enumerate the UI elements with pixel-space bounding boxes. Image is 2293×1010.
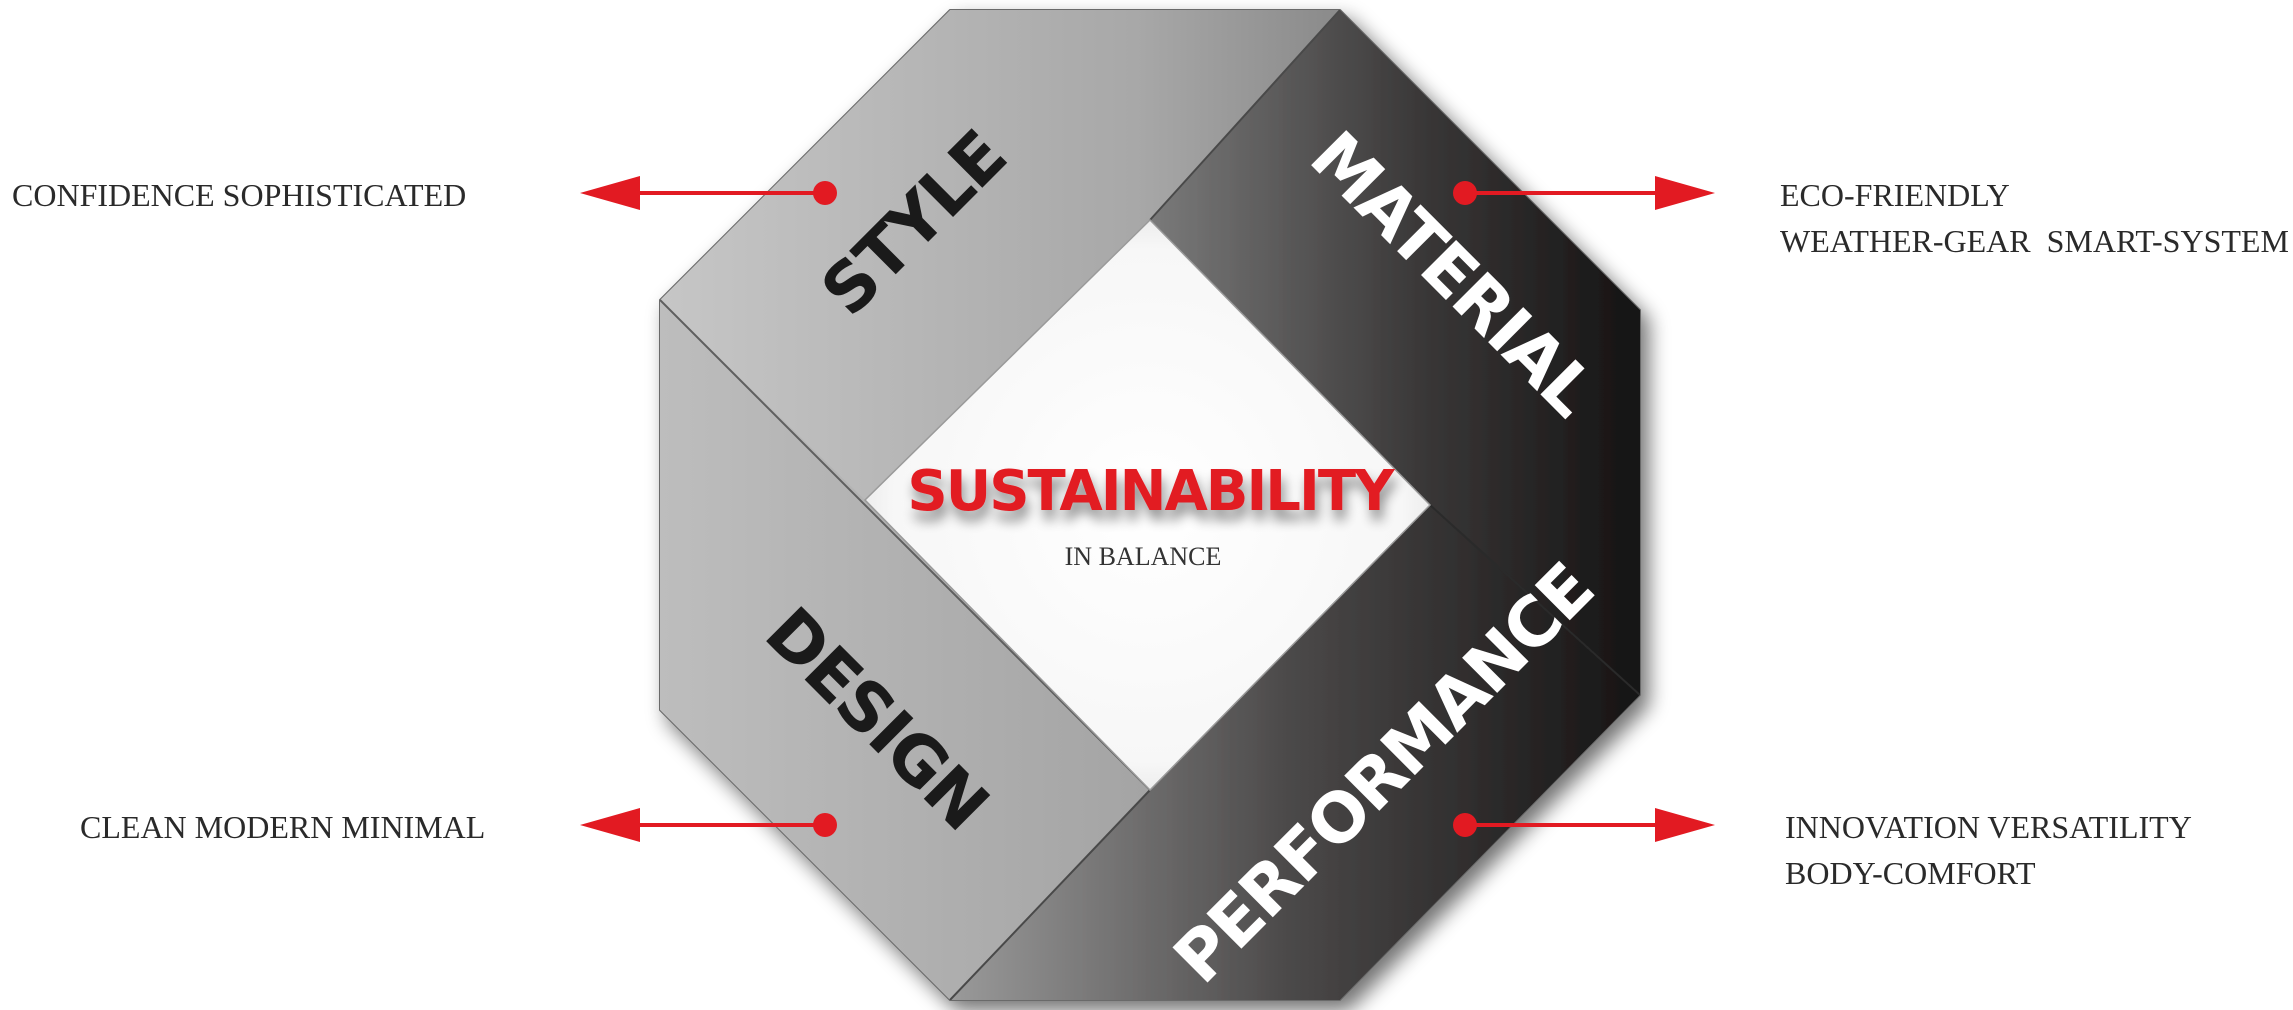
arrow-top-left (580, 176, 837, 210)
arrowhead-icon (580, 808, 640, 842)
arrowhead-icon (1655, 176, 1715, 210)
material-band (1150, 10, 1640, 695)
anchor-dot (1453, 813, 1477, 837)
annotation-top-right-line1: ECO-FRIENDLY (1780, 177, 2010, 213)
anchor-dot (813, 181, 837, 205)
annotation-top-left: CONFIDENCE SOPHISTICATED (12, 177, 466, 213)
anchor-dot (813, 813, 837, 837)
center-diamond (863, 218, 1432, 792)
annotation-bottom-right-line1: INNOVATION VERSATILITY (1785, 809, 2192, 845)
arrow-top-right (1453, 176, 1715, 210)
arrowhead-icon (1655, 808, 1715, 842)
arrowhead-icon (580, 176, 640, 210)
annotation-top-right-line2: WEATHER-GEAR SMART-SYSTEM (1780, 223, 2289, 259)
performance-band (950, 505, 1640, 1000)
anchor-dot (1453, 181, 1477, 205)
annotation-bottom-left: CLEAN MODERN MINIMAL (80, 809, 485, 845)
arrow-bottom-left (580, 808, 837, 842)
center-title: SUSTAINABILITY (907, 459, 1396, 524)
annotation-bottom-right-line2: BODY-COMFORT (1785, 855, 2036, 891)
arrow-bottom-right (1453, 808, 1715, 842)
center-subtitle: IN BALANCE (1065, 542, 1222, 571)
